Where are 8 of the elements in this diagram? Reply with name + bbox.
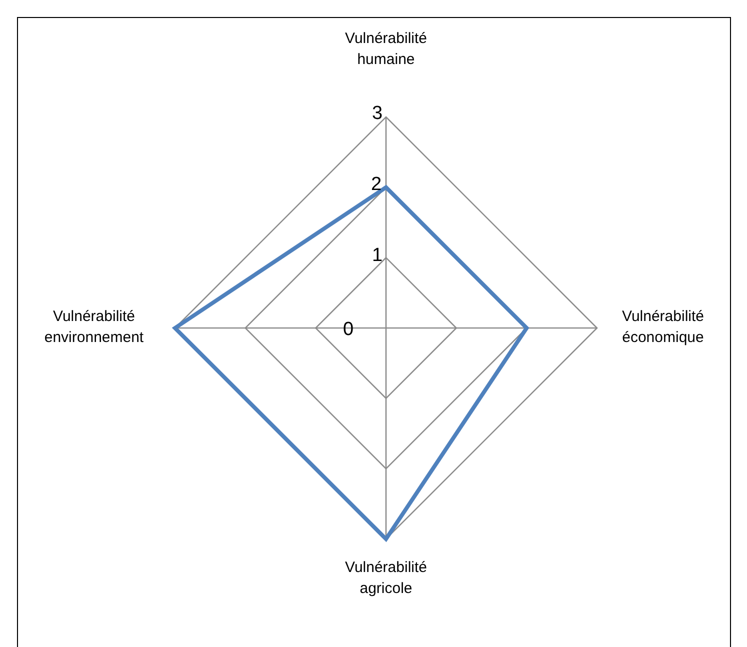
category-label: Vulnérabilité agricole [344, 558, 428, 599]
axis-tick-label: 3 [372, 104, 383, 123]
axis-tick-label: 1 [372, 246, 383, 265]
category-label: Vulnérabilité économique [621, 307, 705, 348]
category-label: Vulnérabilité humaine [344, 29, 428, 70]
category-label: Vulnérabilité environnement [43, 307, 145, 348]
axis-tick-label: 2 [371, 175, 382, 194]
axis-tick-label: 0 [343, 320, 354, 339]
